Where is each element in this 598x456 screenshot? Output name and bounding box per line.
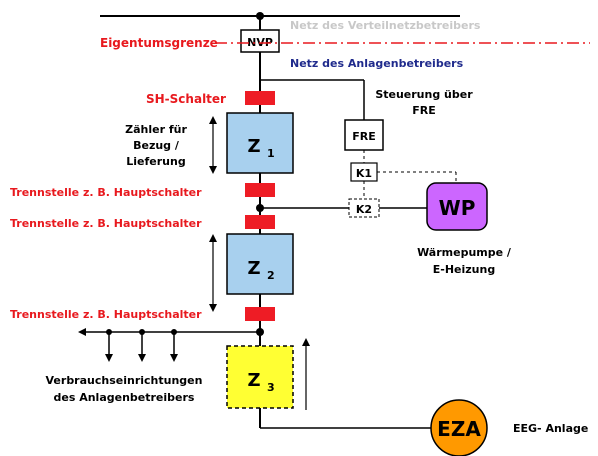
- fre-box: [344, 119, 384, 151]
- zaehler-label-line3: Lieferung: [126, 155, 185, 168]
- zaehler-label-line1: Zähler für: [125, 123, 187, 136]
- meter-z1-sub: 1: [267, 147, 275, 160]
- meter-z2: [226, 233, 294, 295]
- zaehler-label-line2: Bezug /: [133, 139, 180, 152]
- waermepumpe-label-line2: E-Heizung: [433, 263, 495, 276]
- netz-anlagenbetreiber-label: Netz des Anlagenbetreibers: [290, 57, 464, 70]
- k1-label: K1: [356, 167, 372, 180]
- meter-z1-main: Z: [247, 136, 260, 157]
- meter-z2-main: Z: [247, 258, 260, 279]
- sh-schalter-switch: [245, 91, 275, 105]
- steuerung-label-line1: Steuerung über: [375, 88, 473, 101]
- meter-z1: [226, 112, 294, 174]
- trennstelle-label-1: Trennstelle z. B. Hauptschalter: [10, 186, 202, 199]
- trennstelle-switch-1: [245, 183, 275, 197]
- eigentumsgrenze-label: Eigentumsgrenze: [100, 36, 218, 50]
- meter-z1-label: Z: [247, 136, 260, 157]
- meter-z3: [226, 345, 294, 409]
- netz-verteilnetzbetreiber-label: Netz des Verteilnetzbetreibers: [290, 19, 481, 32]
- eeg-anlage-label: EEG- Anlage: [513, 422, 588, 435]
- verbrauch-label-line2: des Anlagenbetreibers: [54, 391, 195, 404]
- steuerung-label-line2: FRE: [412, 104, 436, 117]
- trennstelle-switch-2: [245, 215, 275, 229]
- waermepumpe-label-line1: Wärmepumpe /: [417, 246, 512, 259]
- meter-z2-sub: 2: [267, 269, 275, 282]
- trennstelle-label-3: Trennstelle z. B. Hauptschalter: [10, 308, 202, 321]
- junction-dot-wp: [256, 204, 264, 212]
- sh-schalter-label: SH-Schalter: [146, 92, 226, 106]
- trennstelle-label-2: Trennstelle z. B. Hauptschalter: [10, 217, 202, 230]
- meter-z3-main: Z: [247, 370, 260, 391]
- k2-label: K2: [356, 203, 372, 216]
- fre-label: FRE: [352, 130, 376, 143]
- eza-circle: [430, 399, 488, 456]
- wp-box: [426, 182, 488, 231]
- eza-label: EZA: [437, 417, 481, 441]
- trennstelle-switch-3: [245, 307, 275, 321]
- meter-z3-sub: 3: [267, 381, 275, 394]
- wp-label: WP: [439, 196, 476, 220]
- verbrauch-label-line1: Verbrauchseinrichtungen: [46, 374, 203, 387]
